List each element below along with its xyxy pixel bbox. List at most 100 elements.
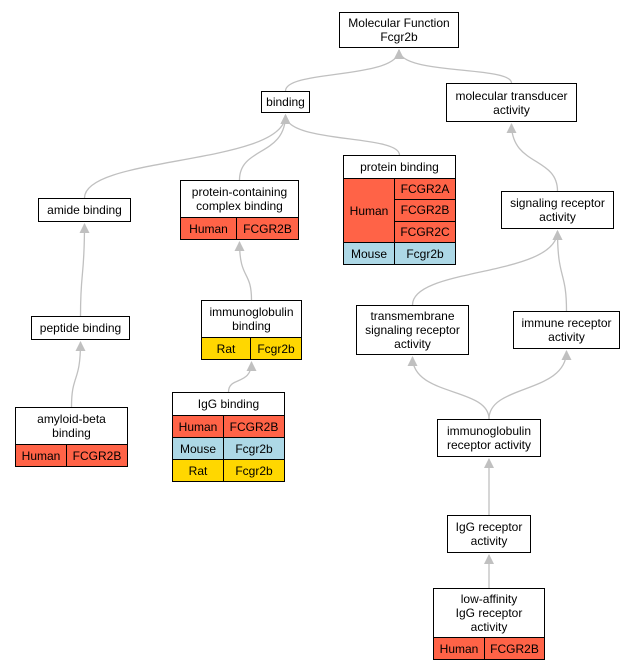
go-term-amide-binding[interactable]: amide binding <box>38 198 131 222</box>
term-title-line: activity <box>548 330 585 344</box>
term-title-line: peptide binding <box>39 321 122 335</box>
term-title-line: complex binding <box>196 199 283 213</box>
gene-symbol[interactable]: Fcgr2b <box>257 341 295 356</box>
species-label: Mouse <box>173 438 224 459</box>
term-title-line: activity <box>470 534 508 548</box>
gene-symbol[interactable]: FCGR2B <box>229 419 279 434</box>
ortholog-row-rat: Rat Fcgr2b <box>173 459 284 481</box>
ortholog-row-human: Human FCGR2B <box>434 637 544 659</box>
term-title-line: signaling receptor <box>510 196 605 210</box>
term-title-line: immune receptor <box>521 316 612 330</box>
ortholog-row-human: Human FCGR2B <box>173 415 284 437</box>
species-label: Rat <box>202 338 251 359</box>
species-label: Human <box>173 416 224 437</box>
term-title-line: immunoglobulin <box>446 424 532 438</box>
term-title: amide binding <box>39 199 130 221</box>
go-term-binding[interactable]: binding <box>261 91 310 113</box>
ortholog-row-human: Human FCGR2B <box>16 444 127 466</box>
term-title-line: receptor activity <box>446 438 532 452</box>
term-title-line: binding <box>52 426 91 440</box>
species-label: Human <box>344 179 395 242</box>
gene-symbol[interactable]: FCGR2B <box>243 221 292 236</box>
gene-symbol[interactable]: FCGR2B <box>490 641 539 656</box>
term-title-line: IgG binding <box>197 397 260 411</box>
gene-symbol[interactable]: Fcgr2b <box>406 246 444 261</box>
edge-protein-binding-to-binding <box>280 114 401 156</box>
species-label: Rat <box>173 460 224 481</box>
term-title-line: binding <box>266 95 305 109</box>
gene-symbol[interactable]: FCGR2B <box>72 448 122 463</box>
edge-immunoglobulin-receptor-activity-to-immune-receptor-activity <box>488 350 572 420</box>
term-title-line: activity <box>394 337 431 351</box>
species-label: Human <box>434 638 485 659</box>
term-title-line: Fcgr2b <box>380 30 418 44</box>
term-title-line: protein-containing <box>191 185 288 199</box>
edge-molecular-transducer-activity-to-molecular-function <box>394 49 513 84</box>
term-title-line: low-affinity <box>460 592 518 606</box>
go-term-peptide-binding[interactable]: peptide binding <box>31 316 130 340</box>
species-label: Human <box>181 218 237 239</box>
term-title: protein binding <box>344 156 455 178</box>
gene-symbol[interactable]: FCGR2A <box>400 182 450 197</box>
edge-immunoglobulin-binding-to-protein-containing-complex-binding <box>234 241 253 301</box>
term-title-line: immunoglobulin <box>209 305 294 319</box>
ortholog-row-human: Human FCGR2B <box>181 217 298 239</box>
term-title: peptide binding <box>32 317 129 339</box>
gene-symbol[interactable]: Fcgr2b <box>235 463 273 478</box>
ortholog-row-rat: Rat Fcgr2b <box>202 337 301 359</box>
edge-signaling-receptor-activity-to-molecular-transducer-activity <box>506 123 559 192</box>
gene-symbol[interactable]: FCGR2C <box>395 220 455 242</box>
species-label: Human <box>16 445 67 466</box>
term-title-line: amyloid-beta <box>37 412 106 426</box>
edge-immunoglobulin-receptor-activity-to-transmembrane-signaling-receptor-activity <box>407 356 490 420</box>
term-title-line: activity <box>470 620 508 634</box>
species-label: Mouse <box>344 243 395 264</box>
edge-igg-binding-to-immunoglobulin-binding <box>227 361 257 393</box>
term-title-line: molecular transducer <box>455 88 568 103</box>
term-title: IgG binding <box>173 393 284 415</box>
term-title-line: activity <box>493 102 530 117</box>
term-title-line: transmembrane <box>370 309 455 323</box>
gene-symbol[interactable]: FCGR2B <box>395 199 455 220</box>
edge-amyloid-beta-binding-to-peptide-binding <box>70 341 86 408</box>
edge-immune-receptor-activity-to-signaling-receptor-activity <box>552 230 568 312</box>
term-title-line: amide binding <box>47 203 122 217</box>
term-title-line: binding <box>232 319 271 333</box>
term-title-line: activity <box>539 210 576 224</box>
ortholog-row-mouse: Mouse Fcgr2b <box>344 242 455 264</box>
term-title-line: Molecular Function <box>348 16 450 30</box>
edge-protein-containing-complex-binding-to-binding <box>238 114 291 181</box>
term-title: binding <box>262 92 309 112</box>
term-title-line: IgG receptor <box>455 520 523 534</box>
edge-amide-binding-to-binding <box>83 114 291 199</box>
gene-symbol[interactable]: Fcgr2b <box>235 441 273 456</box>
term-title-line: protein binding <box>360 160 439 174</box>
term-title-line: signaling receptor <box>365 323 460 337</box>
term-title-line: IgG receptor <box>455 606 523 620</box>
